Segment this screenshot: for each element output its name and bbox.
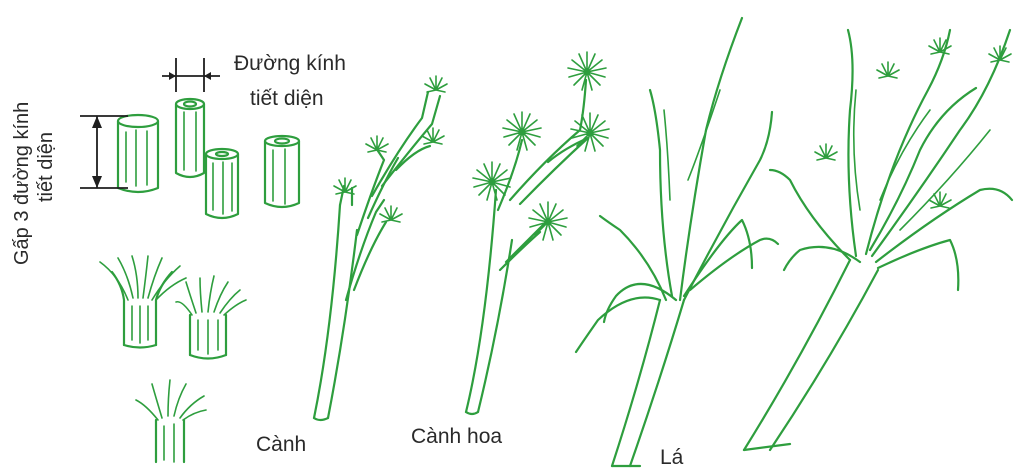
leaf-bunch-illustration bbox=[576, 18, 778, 466]
flower-branch-label: Cành hoa bbox=[411, 425, 502, 449]
frayed-stem-middle bbox=[176, 276, 246, 359]
diameter-dimension-mark bbox=[162, 58, 220, 92]
diameter-label-line2: tiết diện bbox=[250, 87, 324, 111]
cylinder-right bbox=[265, 136, 299, 207]
height-label-line2: tiết diện bbox=[35, 132, 57, 202]
height-label: Gấp 3 đường kính tiết diện bbox=[8, 40, 58, 270]
diameter-label-line1: Đường kính bbox=[234, 52, 346, 76]
frayed-stem-bottom bbox=[136, 380, 206, 462]
cylinder-middle bbox=[206, 149, 238, 218]
height-dimension-mark bbox=[80, 116, 128, 188]
frayed-stem-left bbox=[100, 256, 186, 348]
large-bunch-flowers bbox=[815, 38, 1011, 208]
cylinder-measured bbox=[176, 99, 204, 177]
flower-branch-illustration bbox=[466, 52, 609, 414]
branch-illustration bbox=[314, 76, 447, 420]
cylinder-tall bbox=[118, 115, 158, 192]
branch-label: Cành bbox=[256, 433, 306, 457]
large-leaf-bunch-illustration bbox=[744, 30, 1012, 450]
leaf-label: Lá bbox=[660, 446, 683, 470]
height-label-line1: Gấp 3 đường kính bbox=[11, 102, 33, 265]
cut-stem-cylinders bbox=[118, 99, 299, 218]
